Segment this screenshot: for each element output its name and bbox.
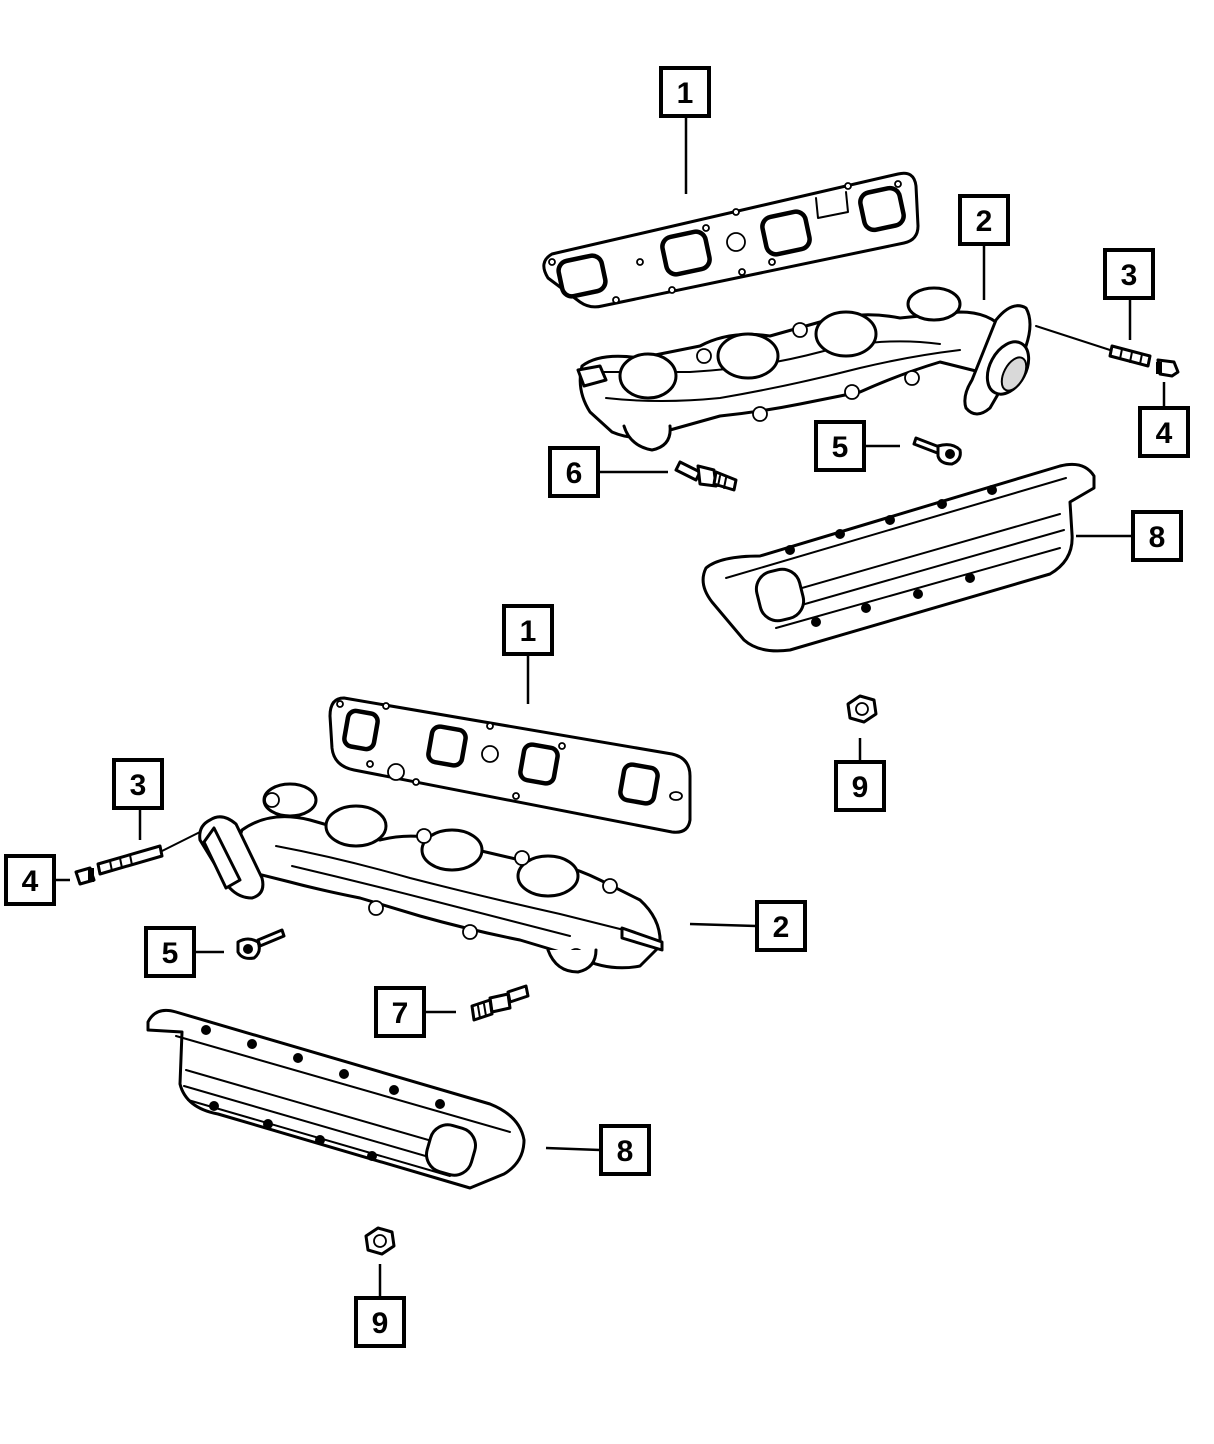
callout-label: 4 (1156, 417, 1173, 450)
lower-stud (96, 831, 201, 876)
upper-sensor (674, 460, 738, 492)
upper-nut (1156, 358, 1180, 378)
callout-lower-stud: 3 (112, 758, 164, 810)
callout-label: 9 (852, 771, 869, 804)
callout-label: 8 (1149, 521, 1166, 554)
callout-upper-manifold: 2 (958, 194, 1010, 246)
upper-stud (1035, 325, 1152, 368)
callout-label: 1 (520, 615, 537, 648)
callout-upper-gasket: 1 (659, 66, 711, 118)
callout-upper-shield-nut: 9 (834, 760, 886, 812)
callout-label: 2 (773, 911, 790, 944)
lower-sensor (470, 984, 530, 1022)
callout-label: 9 (372, 1307, 389, 1340)
callout-lower-nut: 4 (4, 854, 56, 906)
leader-lines (56, 118, 1166, 1296)
upper-heat-shield (701, 462, 1096, 653)
callout-upper-nut: 4 (1138, 406, 1190, 458)
callout-label: 8 (617, 1135, 634, 1168)
callout-upper-bolt: 5 (814, 420, 866, 472)
callout-upper-heat-shield: 8 (1131, 510, 1183, 562)
callout-label: 6 (566, 457, 583, 490)
callout-lower-shield-nut: 9 (354, 1296, 406, 1348)
callout-label: 5 (832, 431, 849, 464)
callout-label: 7 (392, 997, 409, 1030)
lower-exhaust-manifold (198, 782, 664, 974)
callout-label: 4 (22, 865, 39, 898)
lower-nut (74, 866, 96, 886)
callout-lower-bolt: 5 (144, 926, 196, 978)
callout-lower-sensor: 7 (374, 986, 426, 1038)
callout-upper-stud: 3 (1103, 248, 1155, 300)
callout-label: 5 (162, 937, 179, 970)
callout-label: 2 (976, 205, 993, 238)
upper-bolt (912, 436, 962, 466)
lower-heat-shield (146, 1008, 526, 1190)
upper-exhaust-manifold (576, 286, 1032, 452)
upper-shield-nut (846, 694, 878, 724)
callout-lower-manifold: 2 (755, 900, 807, 952)
lower-gasket (328, 696, 692, 834)
callout-label: 3 (130, 769, 147, 802)
lower-shield-nut (364, 1226, 396, 1256)
lower-bolt (236, 928, 286, 960)
callout-label: 1 (677, 77, 694, 110)
callout-lower-gasket: 1 (502, 604, 554, 656)
callout-lower-heat-shield: 8 (599, 1124, 651, 1176)
callout-label: 3 (1121, 259, 1138, 292)
callout-upper-sensor: 6 (548, 446, 600, 498)
upper-gasket (542, 171, 920, 309)
